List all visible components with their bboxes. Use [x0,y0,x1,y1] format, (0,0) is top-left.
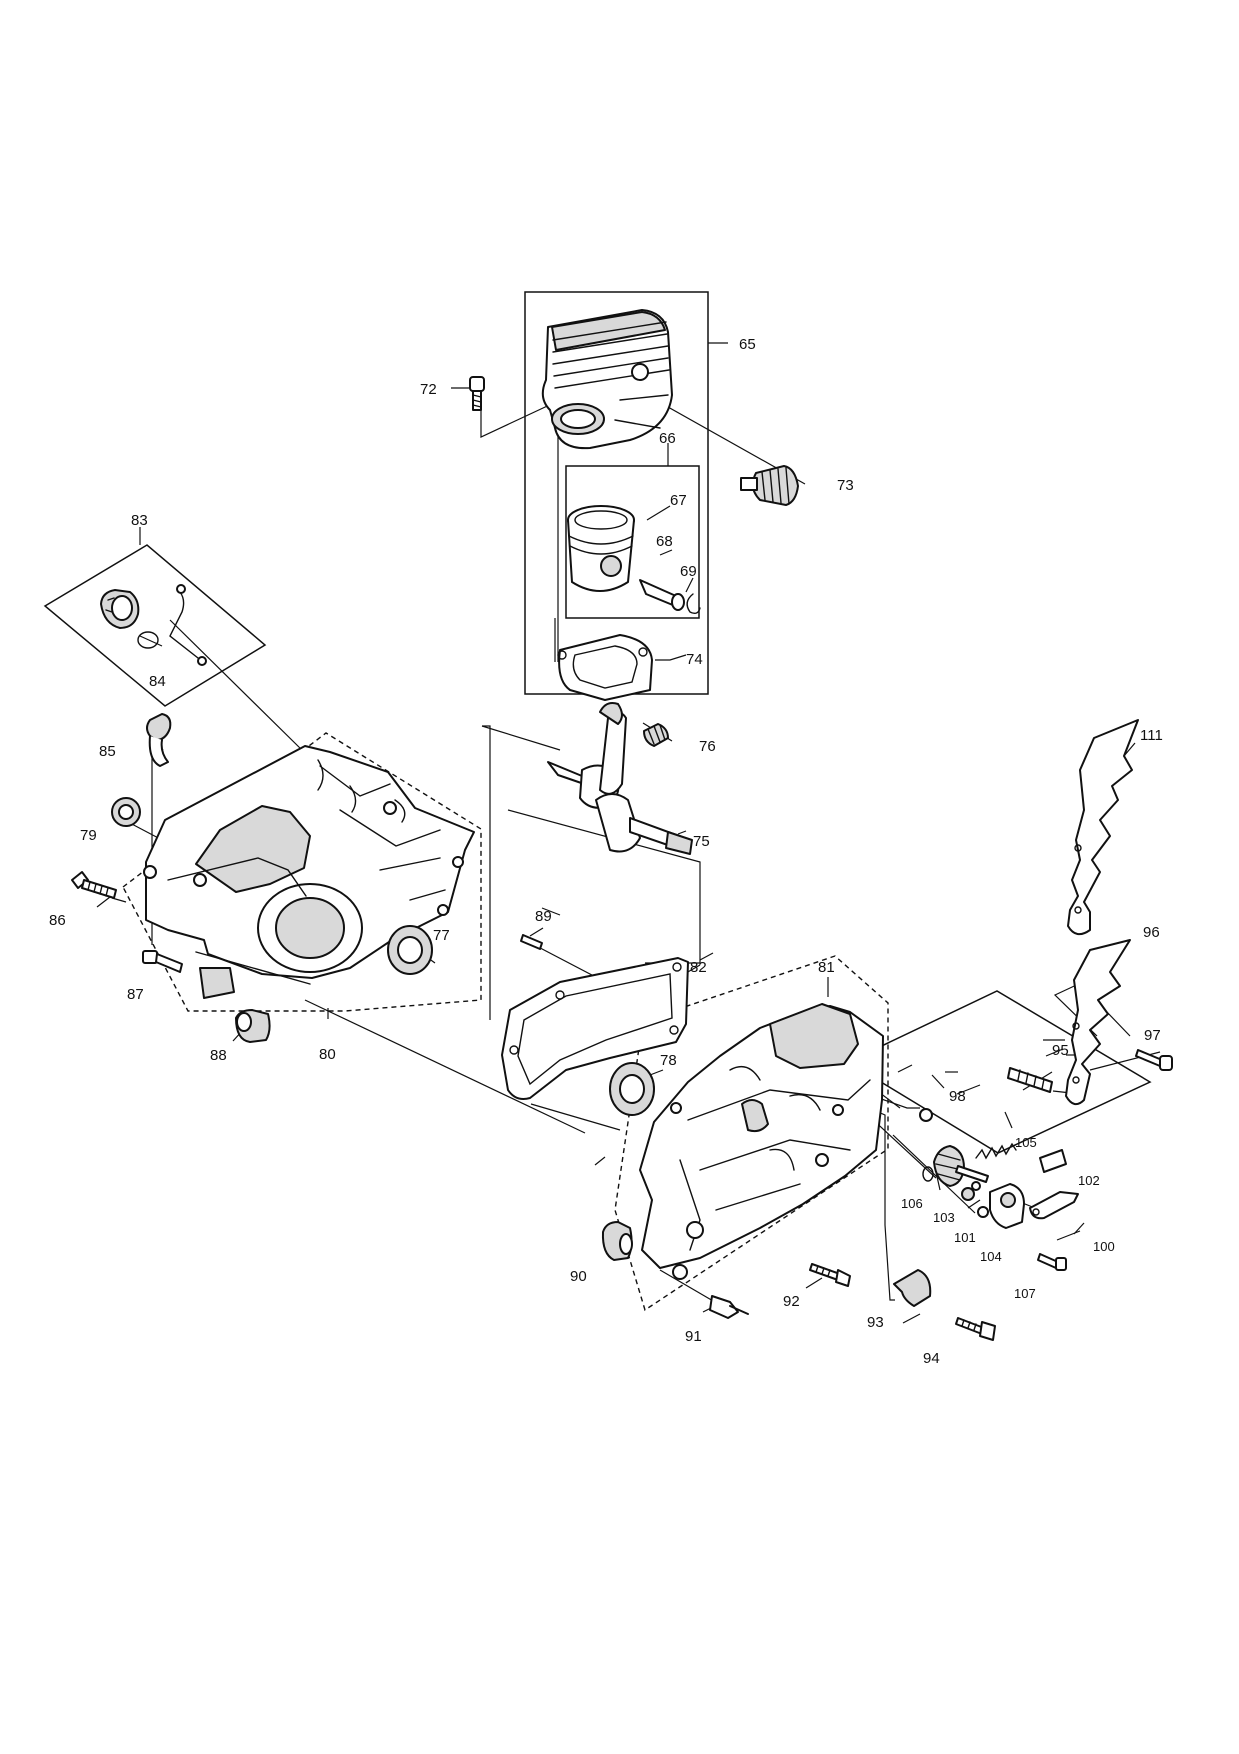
oil-pump-screw-101 [961,1181,981,1201]
oil-tank-cap [100,589,140,629]
label-107: 107 [1014,1286,1036,1301]
label-92: 92 [783,1293,800,1310]
label-79: 79 [80,827,97,844]
label-77: 77 [433,927,450,944]
label-91: 91 [685,1328,702,1345]
oil-pump-kit-frame [846,990,1152,1154]
label-68: 68 [656,533,673,550]
label-76: 76 [699,738,716,755]
oil-pump-screw-104 [977,1206,989,1218]
oil-pump-spring [975,1142,1017,1160]
label-105: 105 [1015,1135,1037,1150]
bearing-left [387,925,433,975]
label-102: 102 [1078,1173,1100,1188]
label-98: 98 [949,1088,966,1105]
label-69: 69 [680,563,697,580]
label-88: 88 [210,1047,227,1064]
cylinder-base-gasket [557,634,653,701]
crankcase-outlines [122,732,889,1312]
circlip [686,593,701,615]
chain-catcher [893,1269,932,1307]
cylinder-bolt [469,376,485,411]
label-80: 80 [319,1046,336,1063]
label-75: 75 [693,833,710,850]
oil-pump-plate [989,1183,1025,1229]
bearing-right [609,1062,655,1116]
oil-pump-washer-106 [922,1166,934,1182]
crankshaft [547,702,693,855]
label-100: 100 [1093,1239,1115,1254]
label-104: 104 [980,1249,1002,1264]
oil-cap-kit-frame [43,544,267,707]
label-86: 86 [49,912,66,929]
piston [567,505,635,592]
oil-seal-left [111,797,141,827]
label-83: 83 [131,512,148,529]
bolt-87 [142,950,183,973]
spike-bumper-111 [1067,719,1139,936]
label-85: 85 [99,743,116,760]
stud-bolt [1007,1067,1053,1093]
rubber-buffer-88 [235,1009,271,1043]
hose-clip [146,713,172,767]
label-84: 84 [149,673,166,690]
cylinder [541,309,673,450]
label-106: 106 [901,1196,923,1211]
label-103: 103 [933,1210,955,1225]
label-78: 78 [660,1052,677,1069]
oil-pump-lever [1029,1191,1079,1220]
label-90: 90 [570,1268,587,1285]
label-65: 65 [739,336,756,353]
label-93: 93 [867,1314,884,1331]
oil-pump-tab-105 [1039,1149,1067,1173]
needle-bearing [643,723,669,747]
rubber-buffer-90 [601,1221,633,1261]
oil-cap-o-ring [137,631,159,649]
dowel-pin [520,934,543,950]
oil-cap-strap [169,584,207,666]
bolt-94 [955,1317,996,1341]
bolt-97 [1135,1049,1173,1071]
label-95: 95 [1052,1042,1069,1059]
part-labels: 65 72 66 73 67 68 69 74 83 84 85 79 86 8… [49,336,1163,1367]
label-111: 111 [1140,727,1163,744]
label-82: 82 [690,959,707,976]
label-97: 97 [1144,1027,1161,1044]
label-101: 101 [954,1230,976,1245]
bolt-86 [71,871,117,899]
crankcase-left [143,745,475,999]
label-96: 96 [1143,924,1160,941]
small-nut [919,1108,933,1122]
label-89: 89 [535,908,552,925]
label-67: 67 [670,492,687,509]
label-72: 72 [420,381,437,398]
bolt-92 [809,1263,851,1287]
label-74: 74 [686,651,703,668]
crankcase-right [639,1003,884,1280]
label-94: 94 [923,1350,940,1367]
oil-pump-worm-gear [933,1145,989,1187]
bolt-107 [1037,1253,1067,1271]
label-66: 66 [659,430,676,447]
label-81: 81 [818,959,835,976]
piston-pin [639,579,685,611]
bolt-91 [709,1295,749,1319]
crankcase-gasket [501,957,689,1100]
spike-bumper-96 [1065,939,1131,1106]
decompression-valve [740,465,799,506]
label-87: 87 [127,986,144,1003]
label-73: 73 [837,477,854,494]
